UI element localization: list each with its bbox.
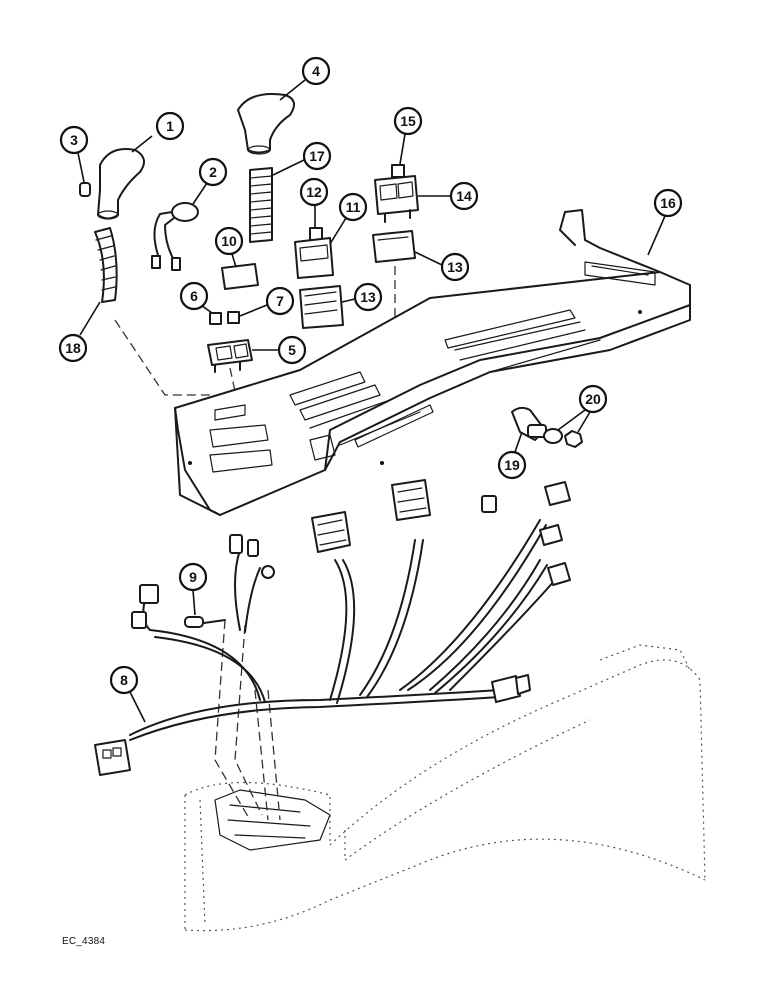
rocker-switch-with-leads (151, 202, 199, 271)
callout-1-label: 1 (166, 118, 174, 134)
callout-11: 11 (329, 192, 368, 245)
callout-6-label: 6 (190, 288, 198, 304)
callout-4: 4 (279, 56, 331, 101)
callout-12: 12 (299, 177, 329, 227)
hose-routing-dashed-line (114, 319, 215, 396)
corrugated-hose (94, 227, 118, 303)
grub-screw (79, 182, 91, 197)
callout-15: 15 (393, 106, 423, 165)
callout-11-label: 11 (346, 199, 361, 215)
callout-13b: 13 (414, 251, 470, 282)
callout-3: 3 (59, 125, 89, 183)
callout-15-label: 15 (400, 113, 416, 129)
console-base-outline (184, 644, 706, 932)
double-rocker-switch (207, 339, 253, 373)
figure-reference-code: EC_4384 (62, 936, 106, 947)
wiring-harness (129, 519, 556, 741)
lever-bellows (249, 167, 273, 243)
callout-2: 2 (192, 157, 228, 205)
switch-housing-upper (372, 230, 416, 263)
callout-17-label: 17 (309, 148, 325, 164)
callout-18: 18 (58, 301, 101, 363)
callout-12-label: 12 (306, 184, 322, 200)
callout-13b-label: 13 (447, 259, 463, 275)
callout-7: 7 (239, 286, 295, 317)
callout-2-label: 2 (209, 164, 217, 180)
callout-10: 10 (214, 226, 244, 268)
callout-5-label: 5 (288, 342, 296, 358)
gear-knob-large (237, 93, 295, 155)
callout-7-label: 7 (276, 293, 284, 309)
callout-9: 9 (178, 562, 208, 616)
callout-14: 14 (418, 181, 479, 211)
callout-18-label: 18 (65, 340, 81, 356)
callout-6: 6 (179, 281, 213, 314)
callout-13a: 13 (341, 282, 383, 312)
callout-1: 1 (131, 111, 185, 153)
callout-8-label: 8 (120, 672, 128, 688)
callout-3-label: 3 (70, 132, 78, 148)
nuts-and-washers (543, 428, 583, 448)
callout-19: 19 (497, 431, 527, 480)
lens-plate (221, 263, 259, 290)
callout-14-label: 14 (456, 188, 472, 204)
switch-lens-top (391, 164, 405, 178)
callout-16: 16 (647, 188, 683, 256)
callout-10-label: 10 (221, 233, 237, 249)
callout-9-label: 9 (189, 569, 197, 585)
gear-lever-shaft (214, 619, 281, 821)
harness-connectors (94, 479, 571, 776)
callout-4-label: 4 (312, 63, 320, 79)
pressure-switch (511, 406, 547, 441)
callout-16-label: 16 (660, 195, 676, 211)
console-panel (174, 209, 691, 516)
gear-knob-small (97, 148, 145, 220)
callout-20-label: 20 (585, 391, 601, 407)
switch-housing-lower (299, 285, 344, 329)
callout-19-label: 19 (504, 457, 520, 473)
lens-inserts (209, 311, 240, 325)
switch-module-top (374, 175, 419, 223)
callout-17: 17 (272, 141, 332, 176)
callout-20: 20 (557, 384, 608, 433)
callout-8: 8 (109, 665, 146, 723)
callout-5: 5 (252, 335, 307, 365)
switch-module (294, 237, 334, 279)
callout-13a-label: 13 (360, 289, 376, 305)
